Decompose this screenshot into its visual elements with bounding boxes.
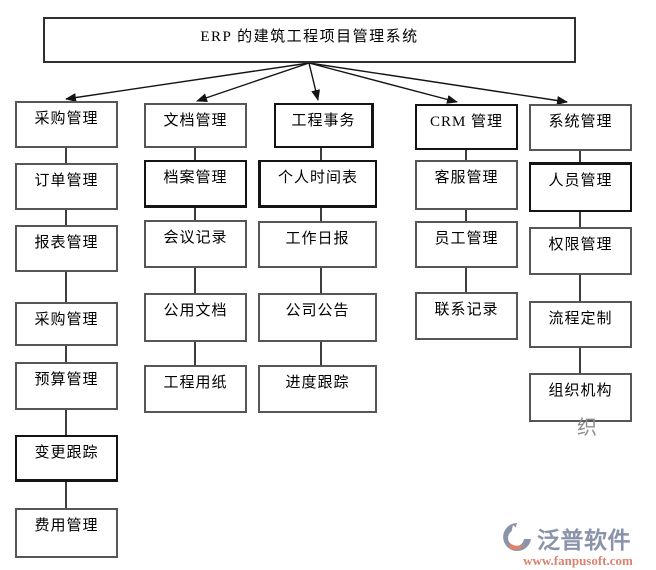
col5-node-personnel: 人员管理 [529,162,632,212]
arrow-to-col5 [308,62,568,105]
col4-node-employees: 员工管理 [415,221,518,268]
arrow-to-col3 [308,62,321,101]
col3-node-daily-report: 工作日报 [258,221,377,268]
arrow-to-col2 [196,62,310,103]
col2-node-project-paper: 工程用纸 [144,365,247,413]
watermark: 泛普软件 www.fanpusoft.com [503,521,653,569]
col2-node-meeting-minutes: 会议记录 [144,220,247,268]
col3-header-engineering-affairs: 工程事务 [274,103,374,148]
watermark-brand: 泛普软件 [537,528,631,553]
watermark-url[interactable]: www.fanpusoft.com [523,553,633,568]
arrow-to-col1 [65,62,310,102]
col1-node-expense: 费用管理 [15,508,118,558]
col1-node-reports: 报表管理 [15,225,118,272]
col2-node-archives: 档案管理 [144,160,247,208]
col4-header-crm: CRM 管理 [415,104,518,150]
col5-header-system: 系统管理 [529,104,632,151]
col1-node-budget: 预算管理 [15,362,118,410]
col1-header-procurement: 采购管理 [15,101,118,148]
col5-node-organization: 组织机构 [529,373,632,422]
col1-node-change-tracking: 变更跟踪 [15,435,118,482]
col4-node-contact-records: 联系记录 [415,292,518,340]
col1-node-purchasing: 采购管理 [15,302,118,346]
col3-node-company-announcement: 公司公告 [258,293,377,342]
fanpu-logo-icon [503,523,531,551]
col3-node-personal-schedule: 个人时间表 [258,160,377,208]
col1-node-orders: 订单管理 [15,163,118,210]
root-fanout-arrows [65,62,568,105]
col2-header-documents: 文档管理 [144,103,247,148]
root-node-erp-system: ERP 的建筑工程项目管理系统 [43,17,576,63]
col5-node-permissions: 权限管理 [529,227,632,275]
col5-node-workflow: 流程定制 [529,301,632,348]
col4-node-customer-service: 客服管理 [415,160,518,210]
stray-character: 织 [577,417,597,439]
arrow-to-col4 [308,62,458,104]
col3-node-progress-tracking: 进度跟踪 [258,365,377,413]
col2-node-shared-docs: 公用文档 [144,293,247,342]
